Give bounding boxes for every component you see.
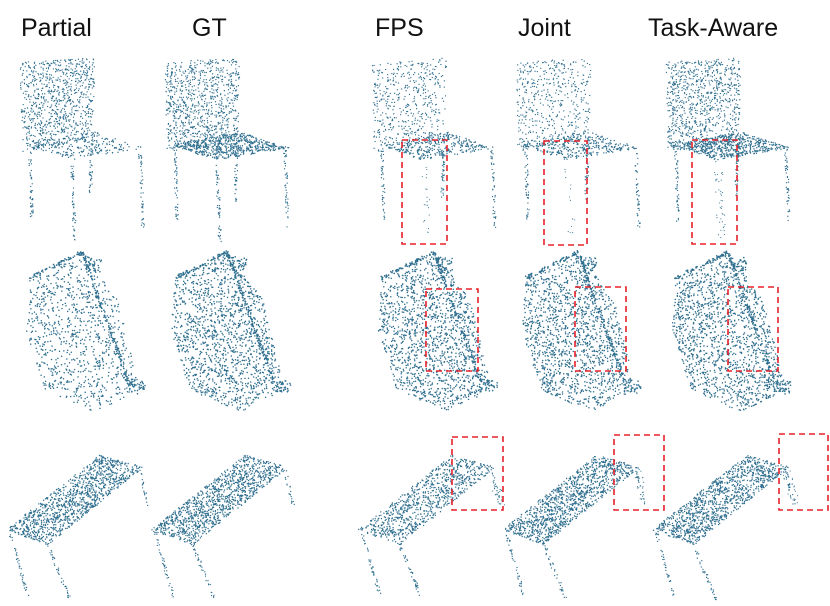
highlight-box-chair-fps <box>401 139 448 245</box>
table-joint <box>504 456 646 599</box>
sofa-gt <box>171 250 292 411</box>
table-fps <box>358 454 505 596</box>
highlight-box-sofa-joint <box>574 286 627 372</box>
column-title-joint: Joint <box>518 14 571 42</box>
column-title-partial: Partial <box>21 14 92 42</box>
sofa-joint <box>522 250 642 410</box>
highlight-box-sofa-fps <box>425 288 479 372</box>
column-title-fps: FPS <box>375 14 424 42</box>
highlight-box-chair-joint <box>543 140 588 246</box>
column-title-gt: GT <box>192 14 227 42</box>
highlight-box-table-fps <box>451 436 504 511</box>
sofa-partial <box>25 251 146 411</box>
column-title-task-aware: Task-Aware <box>648 14 779 42</box>
chair-task-aware <box>665 57 791 239</box>
chair-gt <box>164 58 290 243</box>
sofa-fps <box>377 251 499 411</box>
chair-fps <box>371 57 497 233</box>
chair-joint <box>516 58 641 234</box>
highlight-box-table-joint <box>613 434 665 511</box>
highlight-box-chair-task-aware <box>691 139 738 245</box>
table-task-aware <box>652 455 799 601</box>
table-gt <box>151 455 295 599</box>
highlight-box-sofa-task-aware <box>727 286 779 372</box>
table-partial <box>9 454 149 599</box>
sofa-task-aware <box>671 250 792 412</box>
highlight-box-table-task-aware <box>778 433 829 511</box>
chair-partial <box>19 58 146 241</box>
